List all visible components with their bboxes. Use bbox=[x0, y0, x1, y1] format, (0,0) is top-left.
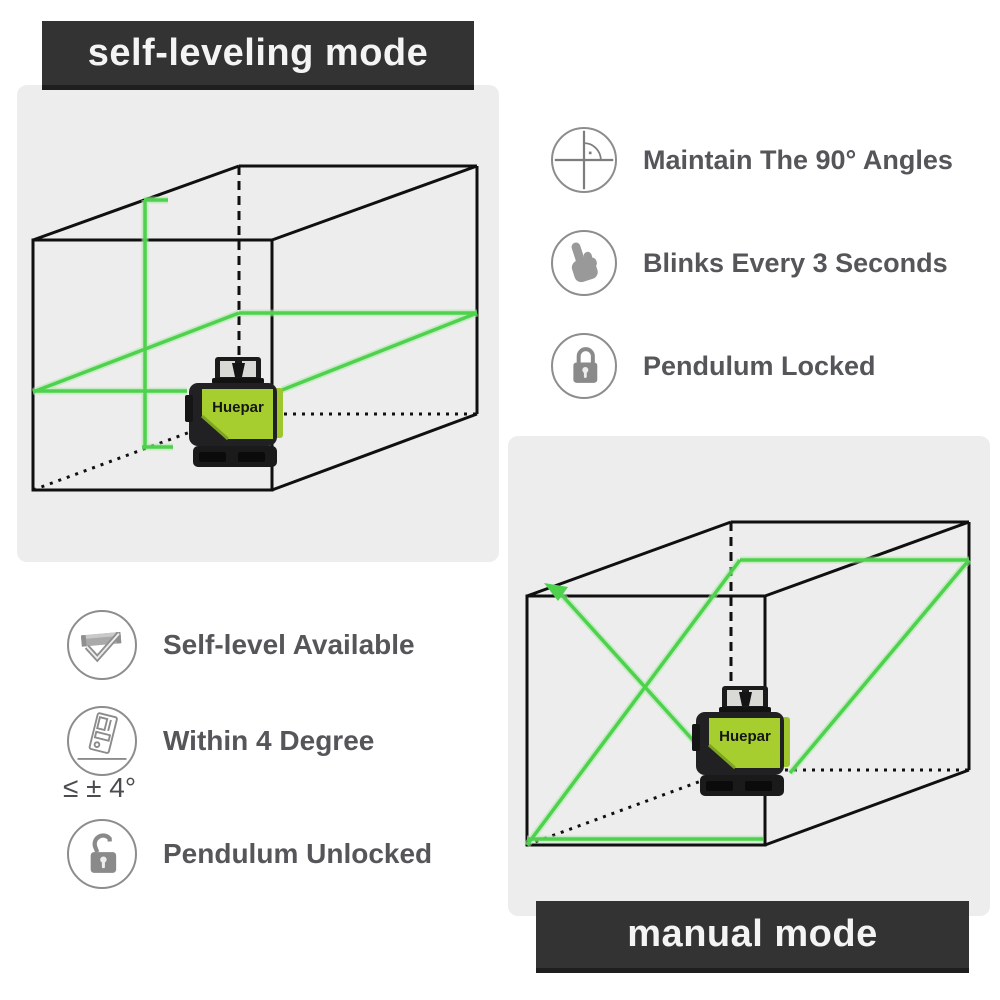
cross-laser-diagonal-down bbox=[558, 591, 702, 750]
tilted-level-icon bbox=[67, 706, 137, 776]
feature-label: Maintain The 90° Angles bbox=[643, 144, 953, 175]
manual-mode-banner: manual mode bbox=[536, 901, 969, 973]
feature-maintain-90-angles: Maintain The 90° Angles bbox=[551, 127, 953, 193]
manual-mode-banner-label: manual mode bbox=[627, 913, 878, 955]
padlock-open-icon bbox=[67, 819, 137, 889]
tilt-range-value: ≤ ± 4° bbox=[63, 772, 137, 803]
self-leveling-room-diagram bbox=[31, 164, 479, 492]
horizontal-laser-right-wall bbox=[281, 311, 478, 392]
room-wireframe bbox=[525, 520, 971, 847]
feature-label: Pendulum Unlocked bbox=[163, 838, 433, 869]
self-leveling-mode-banner: self-leveling mode bbox=[42, 21, 474, 90]
room-wireframe bbox=[31, 164, 479, 492]
laser-lines bbox=[31, 196, 479, 451]
feature-label: Pendulum Locked bbox=[643, 350, 876, 381]
cross-laser-diagonal-up bbox=[525, 558, 742, 847]
feature-blinks-every-3-seconds: Blinks Every 3 Seconds bbox=[551, 230, 948, 296]
feature-within-4-degree: Within 4 Degree bbox=[67, 706, 374, 776]
feature-label: Blinks Every 3 Seconds bbox=[643, 247, 948, 278]
laser-level-device bbox=[183, 355, 285, 469]
feature-label: Within 4 Degree bbox=[163, 725, 375, 756]
feature-pendulum-locked: Pendulum Locked bbox=[551, 333, 876, 399]
level-checkmark-icon bbox=[67, 610, 137, 680]
feature-self-level-available: Self-level Available bbox=[67, 610, 415, 680]
laser-level-device bbox=[690, 684, 792, 798]
self-leveling-scene-panel bbox=[17, 85, 499, 562]
laser-right-wall-diagonal bbox=[788, 558, 971, 775]
hand-press-icon bbox=[551, 230, 617, 296]
crosshair-90-degrees-icon bbox=[551, 127, 617, 193]
padlock-closed-icon bbox=[551, 333, 617, 399]
manual-scene-panel bbox=[508, 436, 990, 916]
feature-label: Self-level Available bbox=[163, 629, 415, 660]
laser-lines bbox=[524, 556, 972, 848]
feature-pendulum-unlocked: Pendulum Unlocked bbox=[67, 819, 432, 889]
self-leveling-mode-banner-label: self-leveling mode bbox=[87, 31, 429, 74]
manual-room-diagram bbox=[524, 520, 972, 848]
laser-arrowhead bbox=[544, 583, 568, 601]
horizontal-laser-left-wall bbox=[32, 311, 240, 394]
